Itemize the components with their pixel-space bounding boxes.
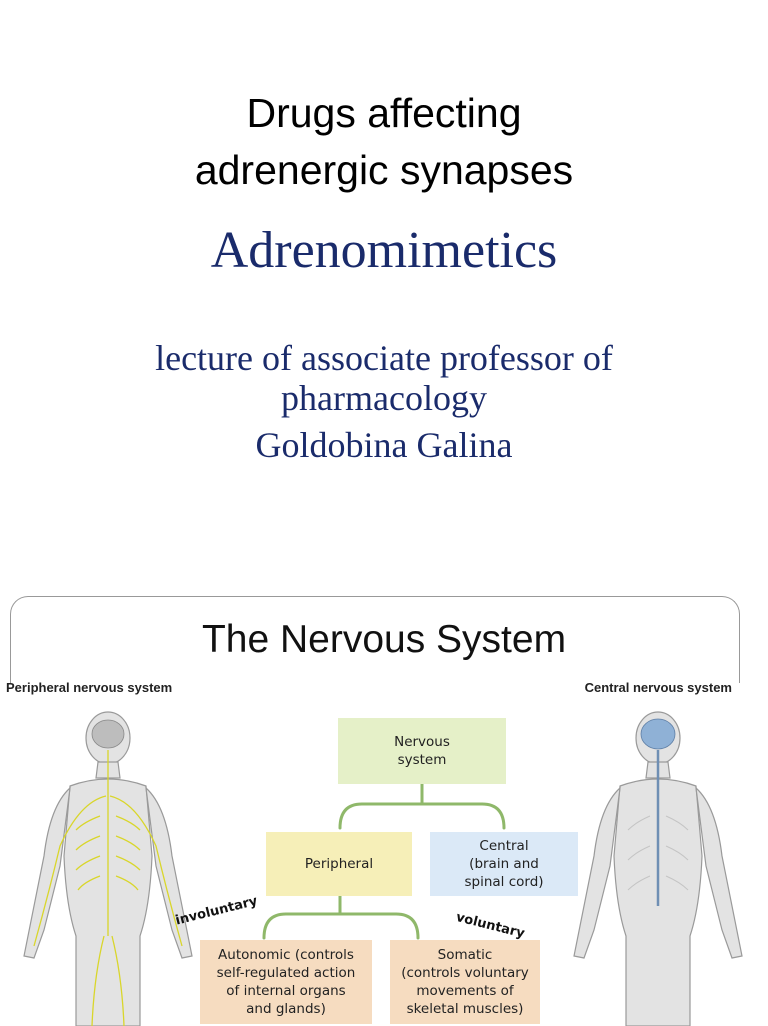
autonomic-line-4: and glands) [246, 1001, 326, 1017]
central-line-1: Central [479, 838, 529, 854]
central-line-2: (brain and [469, 856, 539, 872]
peripheral-box: Peripheral [266, 832, 412, 896]
title-line-2: adrenergic synapses [194, 147, 574, 193]
subtitle: Adrenomimetics [210, 222, 558, 279]
peripheral-nervous-system-label: Peripheral nervous system [6, 680, 173, 695]
autonomic-line-1: Autonomic (controls [218, 947, 354, 963]
diagram-connectors [262, 782, 506, 940]
root-line-2: system [397, 752, 447, 768]
lecture-line-1: lecture of associate professor of [155, 338, 613, 378]
nervous-system-slide: The Nervous System Peripheral nervous sy… [0, 596, 768, 1026]
author-name: Goldobina Galina [255, 425, 513, 465]
title-slide: Drugs affecting adrenergic synapses Adre… [155, 90, 613, 465]
somatic-line-2: (controls voluntary [401, 965, 529, 981]
central-body-figure [573, 711, 743, 1026]
slide-frame [10, 596, 740, 683]
lecture-line-2: pharmacology [281, 378, 487, 418]
somatic-line-3: movements of [416, 983, 514, 999]
autonomic-line-2: self-regulated action [216, 965, 356, 981]
somatic-line-4: skeletal muscles) [406, 1001, 524, 1017]
somatic-line-1: Somatic [437, 947, 493, 963]
central-box: Central (brain and spinal cord) [430, 832, 578, 896]
central-nervous-system-label: Central nervous system [584, 680, 732, 695]
autonomic-box: Autonomic (controls self-regulated actio… [200, 940, 372, 1024]
nervous-system-box: Nervous system [338, 718, 506, 784]
slide-title: The Nervous System [201, 618, 567, 661]
peripheral-body-figure [23, 711, 193, 1026]
central-line-3: spinal cord) [464, 874, 544, 890]
somatic-box: Somatic (controls voluntary movements of… [390, 940, 540, 1024]
autonomic-line-3: of internal organs [226, 983, 346, 999]
peripheral-label: Peripheral [304, 856, 374, 872]
root-line-1: Nervous [394, 734, 450, 750]
title-line-1: Drugs affecting [246, 90, 522, 136]
